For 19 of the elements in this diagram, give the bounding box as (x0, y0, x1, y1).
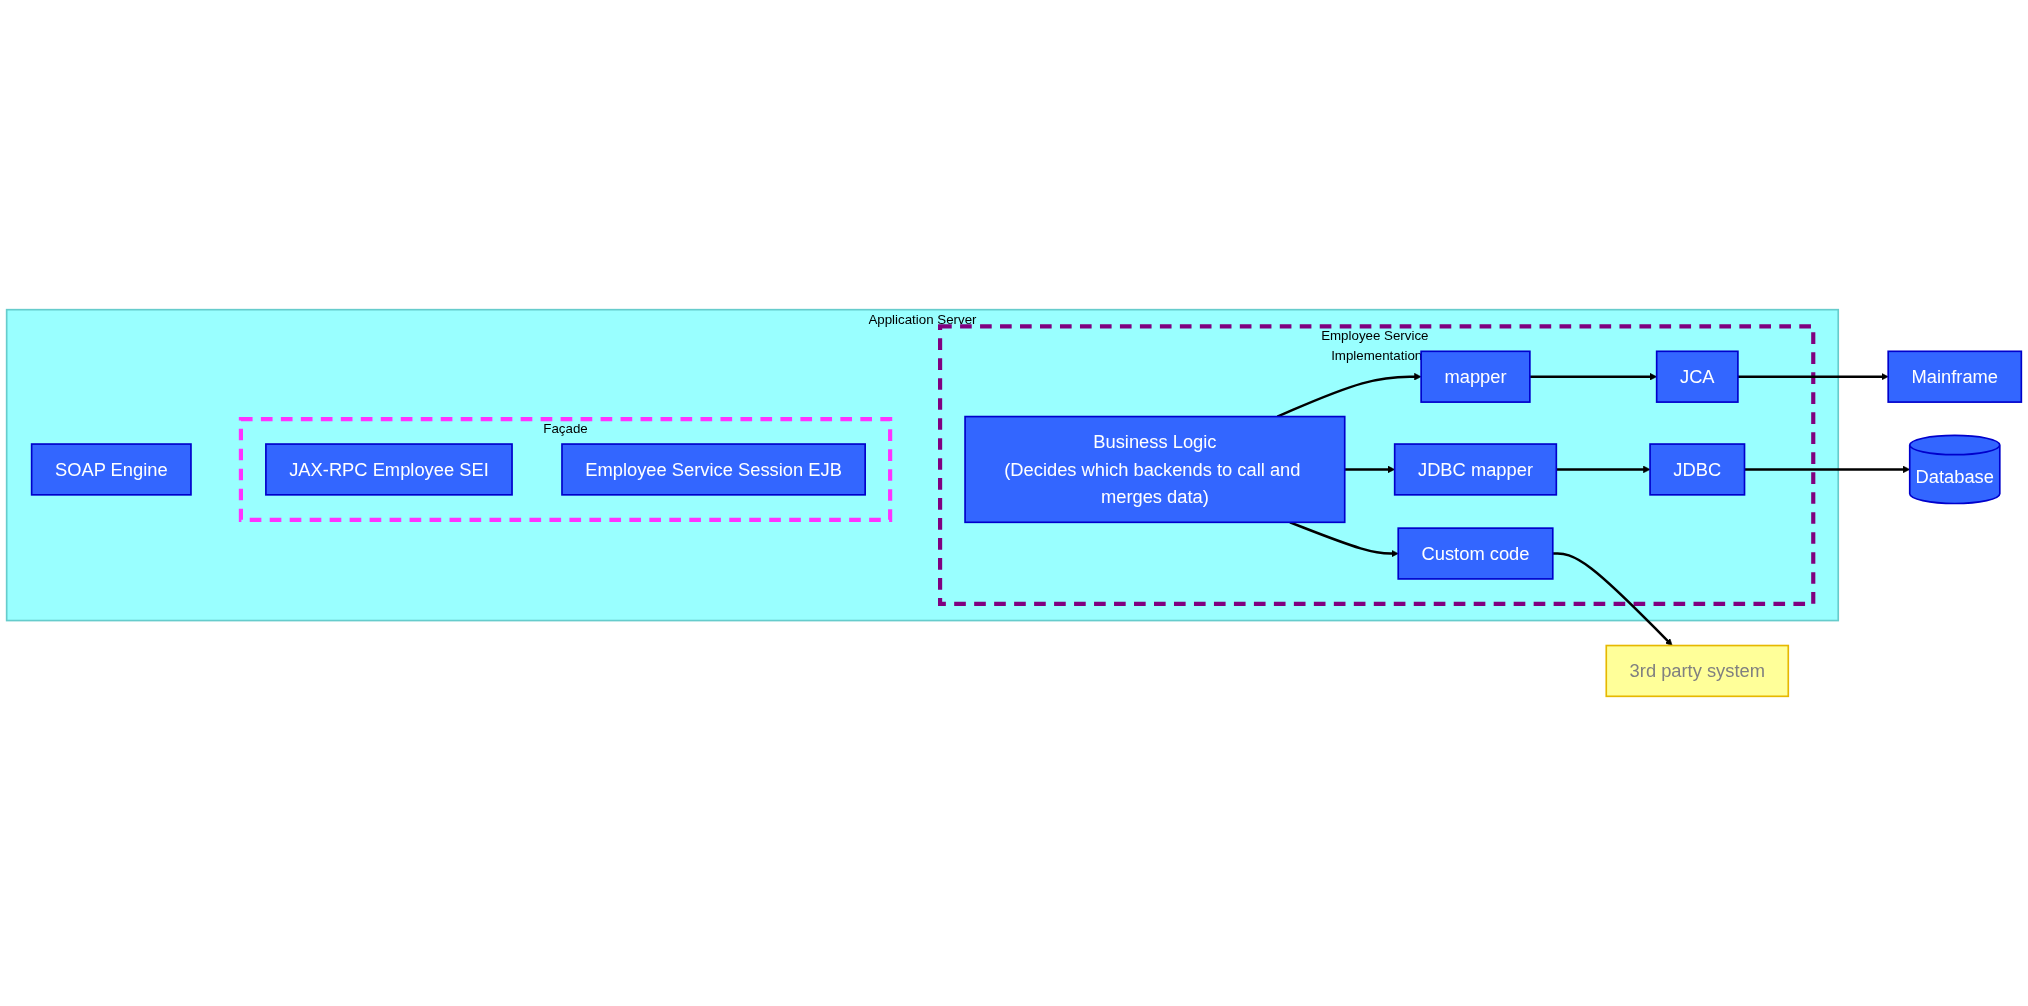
arrow (1289, 521, 1399, 558)
node-box: Mainframe (1887, 350, 2023, 403)
arrow (1737, 373, 1889, 381)
node-box: Business Logic (Decides which backends to call and merges data) (964, 415, 1346, 524)
node-box: JAX-RPC Employee SEI (265, 443, 513, 496)
arrow (1529, 373, 1657, 381)
node-box: SOAP Engine (30, 443, 192, 496)
node-box: mapper (1420, 350, 1531, 403)
arrow (1276, 373, 1422, 418)
arrow (1344, 465, 1395, 474)
arrow (1556, 465, 1651, 474)
node-box: 3rd party system (1605, 644, 1790, 698)
arrow (1744, 465, 1911, 474)
arrow (1552, 552, 1673, 646)
node-box: Employee Service Session EJB (561, 443, 866, 496)
node-box: JDBC (1649, 443, 1746, 496)
node-box: JDBC mapper (1393, 443, 1558, 496)
node-box: JCA (1655, 350, 1739, 403)
node-box: Custom code (1397, 527, 1554, 580)
